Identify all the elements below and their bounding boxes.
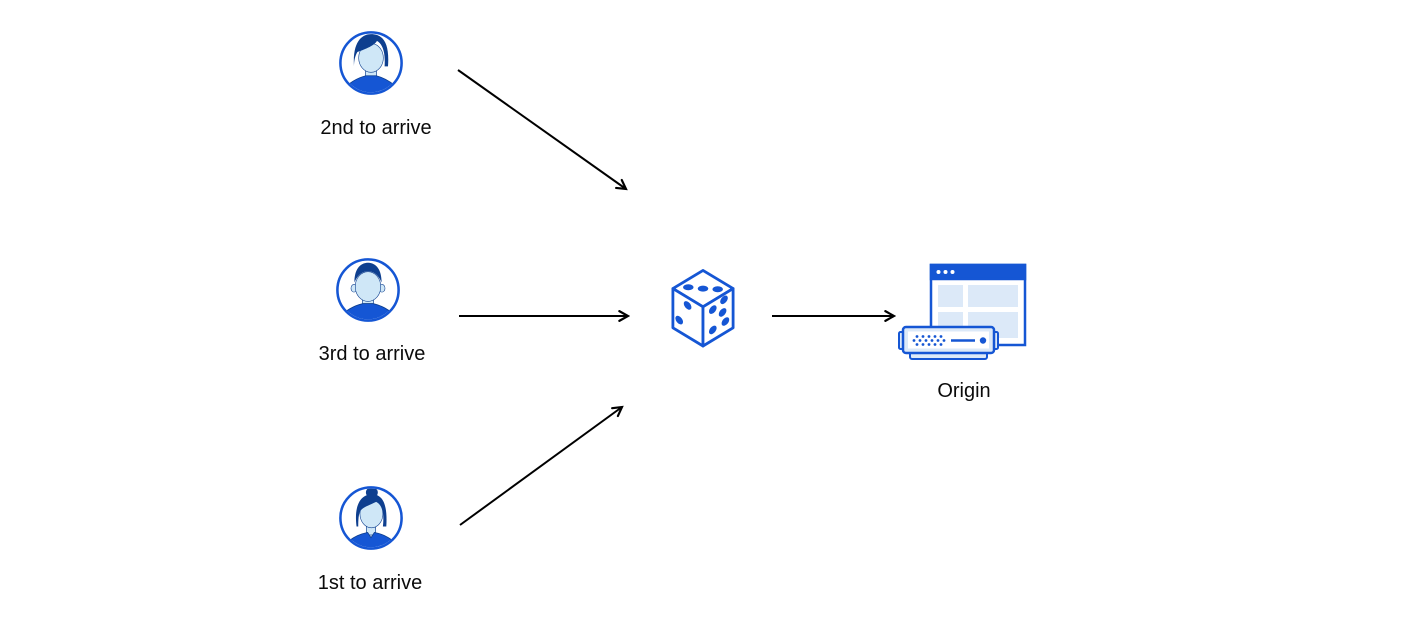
node-origin bbox=[895, 258, 1030, 363]
node-visitor-1st bbox=[337, 484, 405, 552]
arrow-visitor-1st-to-dice bbox=[459, 407, 622, 526]
user-female-avatar-icon bbox=[339, 486, 403, 550]
user-male-avatar-icon bbox=[336, 258, 400, 322]
dice-icon bbox=[671, 269, 735, 348]
node-label-visitor-1st: 1st to arrive bbox=[317, 572, 423, 594]
node-random-picker bbox=[668, 266, 738, 349]
node-label-visitor-2nd: 2nd to arrive bbox=[320, 117, 432, 139]
origin-server-browser-icon bbox=[898, 263, 1027, 360]
arrow-visitor-2nd-to-dice bbox=[457, 69, 626, 189]
user-male-avatar-icon bbox=[339, 31, 403, 95]
node-label-visitor-3rd: 3rd to arrive bbox=[318, 343, 426, 365]
node-visitor-2nd bbox=[337, 29, 405, 97]
node-label-origin: Origin bbox=[937, 380, 991, 402]
node-visitor-3rd bbox=[334, 256, 402, 324]
